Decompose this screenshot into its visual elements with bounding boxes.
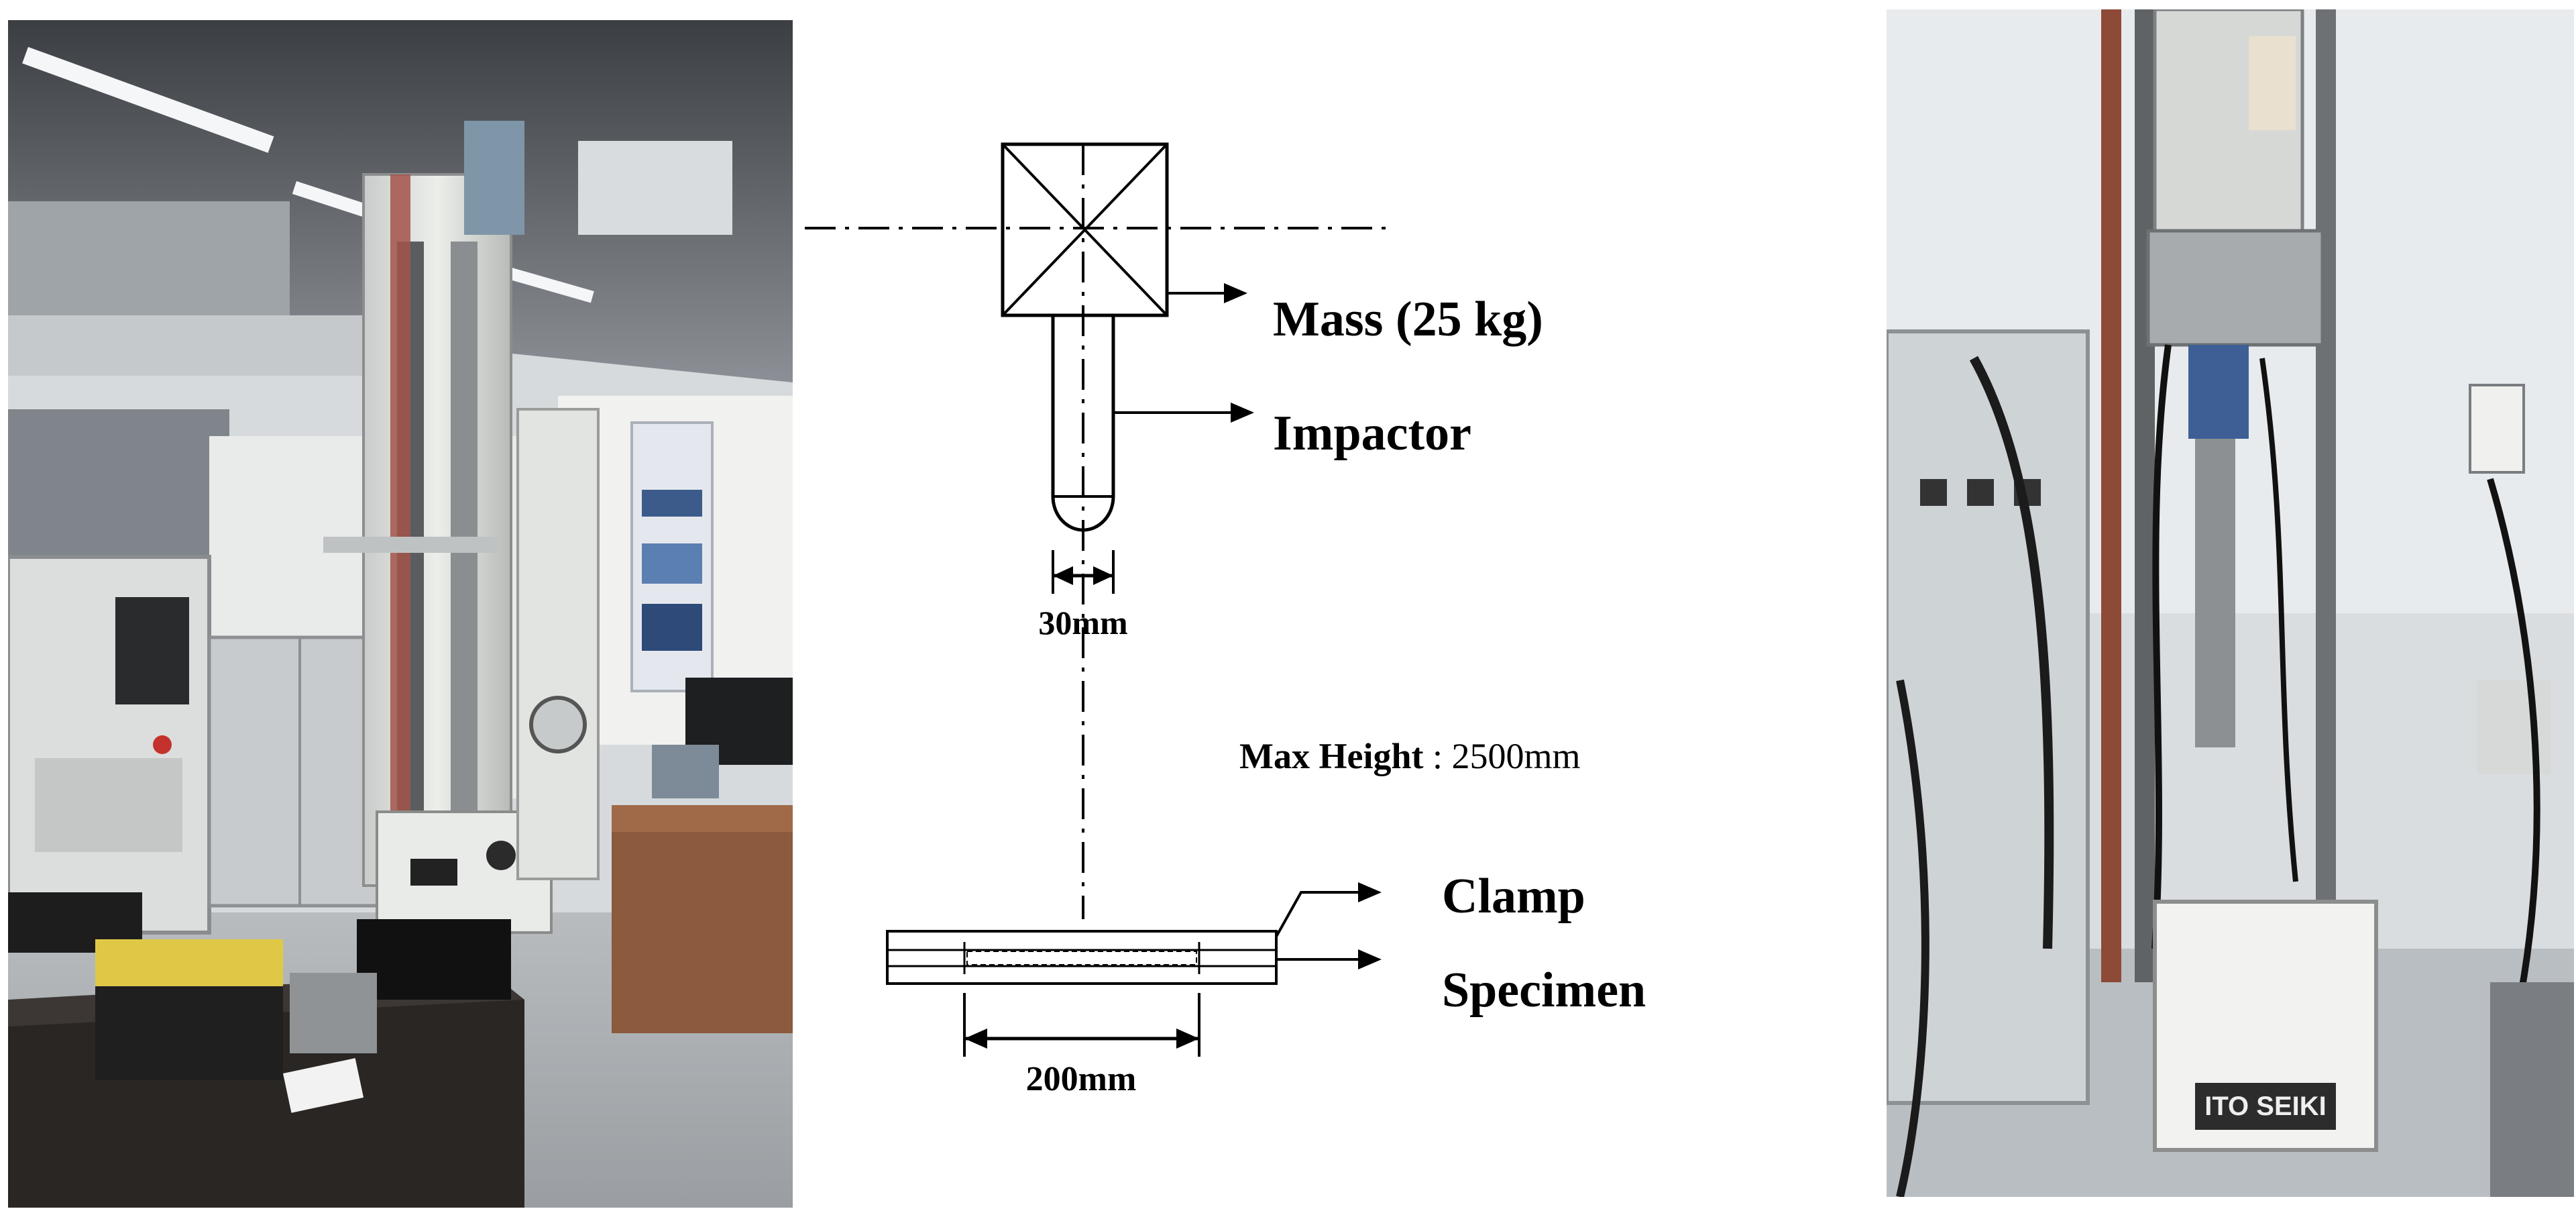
mass-block (1001, 142, 1169, 317)
max-height-label: Max Height (1239, 736, 1423, 776)
clamp-leader-arrow (1275, 882, 1382, 937)
impactor-label: Impactor (1273, 406, 1471, 461)
clamp-specimen-assembly (886, 930, 1278, 985)
right-photo-illustration: ITO SEIKI (1887, 9, 2574, 1197)
max-height-text: Max Height : 2500mm (1239, 736, 1581, 776)
clamp-label: Clamp (1442, 869, 1585, 924)
impactor-diameter-dimension (1052, 550, 1115, 594)
left-photo-illustration (8, 20, 793, 1208)
mass-leader-arrow (1167, 283, 1247, 303)
right-machine-photo: ITO SEIKI (1887, 9, 2574, 1197)
brand-plate: ITO SEIKI (2204, 1092, 2327, 1121)
impactor-leader-arrow (1113, 403, 1254, 423)
specimen-span-label: 200mm (1026, 1060, 1137, 1098)
max-height-separator: : (1423, 736, 1451, 776)
left-lab-photo (8, 20, 793, 1208)
specimen-span-dimension (963, 993, 1200, 1057)
specimen-leader-arrow (1276, 949, 1382, 969)
specimen-label: Specimen (1442, 963, 1646, 1018)
schematic-drawing: 30mm Mass (25 kg) Impactor Max Height : … (805, 142, 1646, 1098)
max-height-value: 2500mm (1451, 736, 1580, 776)
impact-test-schematic: 30mm Mass (25 kg) Impactor Max Height : … (791, 0, 1885, 1211)
impactor-diameter-label: 30mm (1038, 604, 1127, 641)
mass-label: Mass (25 kg) (1273, 292, 1543, 347)
impactor (1051, 315, 1115, 532)
